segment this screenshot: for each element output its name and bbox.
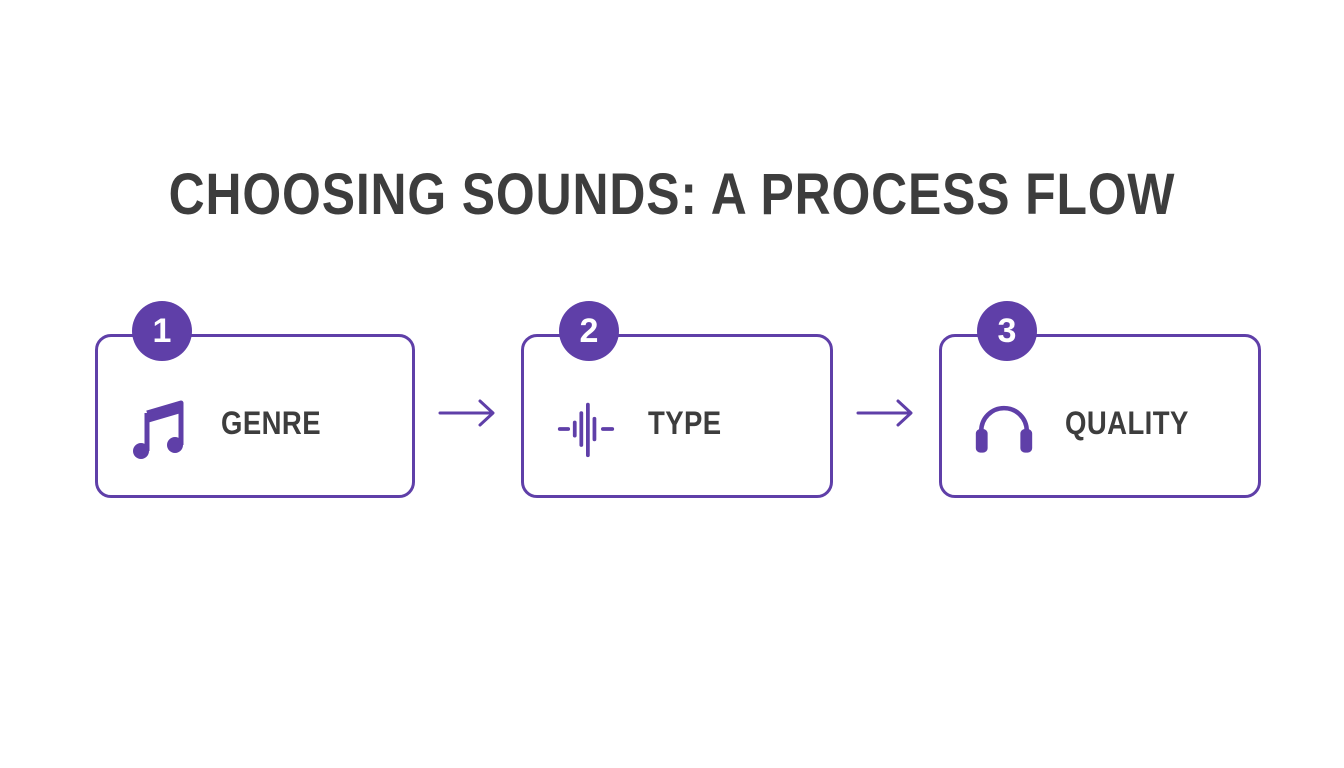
step-number-badge: 2 xyxy=(559,301,619,361)
step-genre: 1 GENRE xyxy=(95,301,415,498)
step-label: TYPE xyxy=(648,405,722,441)
step-label: GENRE xyxy=(221,405,322,441)
step-quality: 3 QUALITY xyxy=(939,301,1261,498)
page-title: CHOOSING SOUNDS: A PROCESS FLOW xyxy=(168,162,1176,227)
step-label: QUALITY xyxy=(1065,405,1189,441)
arrow-right-icon xyxy=(438,398,496,428)
step-number-badge: 1 xyxy=(132,301,192,361)
step-number-badge: 3 xyxy=(977,301,1037,361)
step-type: 2 TYPE xyxy=(521,301,833,498)
sound-wave-icon xyxy=(556,397,616,461)
music-note-icon xyxy=(128,397,188,461)
headphones-icon xyxy=(974,397,1034,461)
arrow-right-icon xyxy=(856,398,914,428)
